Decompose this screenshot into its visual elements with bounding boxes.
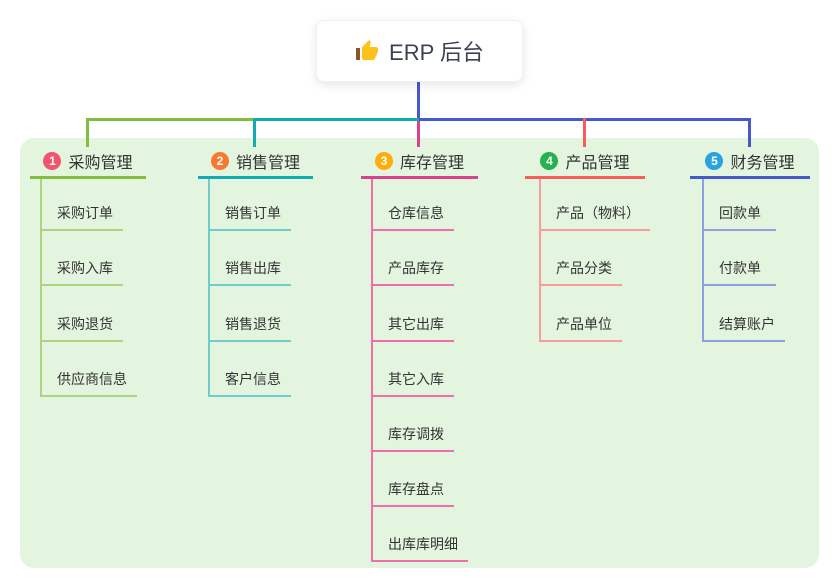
branches-panel [20, 138, 819, 568]
drop-line-branch1 [86, 118, 89, 147]
branch-header-product[interactable]: 4 产品管理 [525, 146, 645, 179]
node-other-outbound[interactable]: 其它出库 [371, 310, 454, 342]
node-settlement-account[interactable]: 结算账户 [702, 310, 785, 342]
drop-line-branch2 [253, 118, 256, 147]
drop-line-branch5 [748, 118, 751, 147]
badge-5: 5 [705, 152, 724, 170]
badge-4: 4 [540, 152, 559, 170]
bus-line-green [86, 118, 419, 121]
branch-label: 销售管理 [235, 155, 300, 172]
thumbs-up-icon [355, 39, 379, 63]
node-product-material[interactable]: 产品（物料） [539, 199, 650, 231]
branch4-vertical-line [539, 179, 541, 342]
node-supplier-info[interactable]: 供应商信息 [40, 365, 137, 397]
root-connector-line [417, 82, 420, 121]
node-sales-order[interactable]: 销售订单 [208, 199, 291, 231]
node-other-inbound[interactable]: 其它入库 [371, 365, 454, 397]
node-customer-info[interactable]: 客户信息 [208, 365, 291, 397]
branch-header-inventory[interactable]: 3 库存管理 [361, 146, 478, 179]
drop-line-branch3 [417, 121, 420, 147]
branch-header-sales[interactable]: 2 销售管理 [198, 146, 313, 179]
branch-label: 财务管理 [730, 155, 795, 172]
badge-2: 2 [210, 152, 229, 170]
branch-label: 产品管理 [565, 155, 630, 172]
drop-line-branch4 [583, 118, 586, 147]
node-product-stock[interactable]: 产品库存 [371, 254, 454, 286]
node-product-unit[interactable]: 产品单位 [539, 310, 622, 342]
root-title: ERP 后台 [389, 40, 484, 65]
node-product-category[interactable]: 产品分类 [539, 254, 622, 286]
root-node[interactable]: ERP 后台 [316, 20, 523, 82]
branch-label: 采购管理 [68, 155, 133, 172]
branch3-vertical-line [371, 179, 373, 562]
branch-header-purchase[interactable]: 1 采购管理 [30, 146, 146, 179]
node-sales-return[interactable]: 销售退货 [208, 310, 291, 342]
badge-3: 3 [374, 152, 393, 170]
branch2-vertical-line [208, 179, 210, 397]
node-sales-outbound[interactable]: 销售出库 [208, 254, 291, 286]
node-outbound-detail[interactable]: 出库库明细 [371, 530, 468, 562]
badge-1: 1 [43, 152, 62, 170]
node-receipt-order[interactable]: 回款单 [702, 199, 776, 231]
node-payment-order[interactable]: 付款单 [702, 254, 776, 286]
branch-header-finance[interactable]: 5 财务管理 [690, 146, 810, 179]
node-purchase-order[interactable]: 采购订单 [40, 199, 123, 231]
node-stock-transfer[interactable]: 库存调拨 [371, 420, 454, 452]
node-warehouse-info[interactable]: 仓库信息 [371, 199, 454, 231]
branch5-vertical-line [702, 179, 704, 342]
branch1-vertical-line [40, 179, 42, 397]
bus-line-teal [253, 118, 419, 121]
node-purchase-return[interactable]: 采购退货 [40, 310, 123, 342]
node-stock-count[interactable]: 库存盘点 [371, 475, 454, 507]
node-purchase-inbound[interactable]: 采购入库 [40, 254, 123, 286]
branch-label: 库存管理 [399, 155, 464, 172]
